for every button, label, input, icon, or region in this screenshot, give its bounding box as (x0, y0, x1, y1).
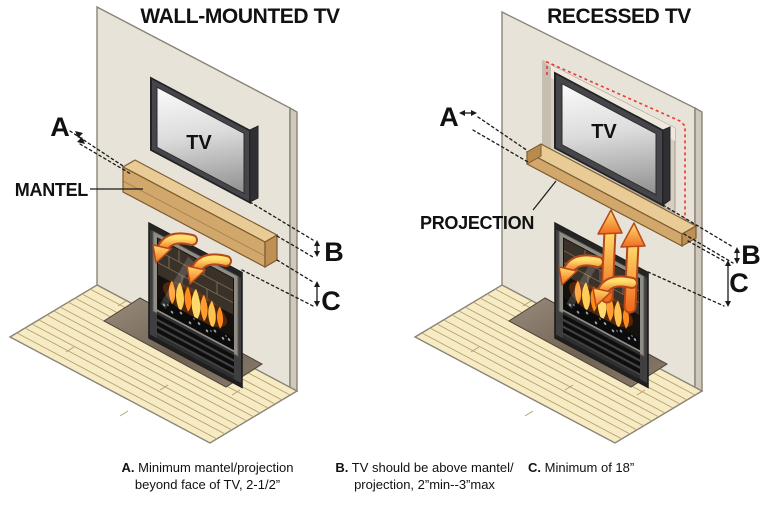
dimension-b: B (249, 201, 344, 267)
arrowhead-icon (725, 260, 731, 266)
dimension-a: A (50, 112, 132, 175)
arrowhead-icon (314, 281, 320, 287)
dimension-b: B (662, 204, 761, 270)
dimension-line (683, 233, 734, 264)
shelf-end-face (681, 224, 697, 248)
arrowhead-icon (314, 301, 320, 307)
arrowhead-icon (77, 137, 85, 144)
arrowhead-icon (725, 301, 731, 307)
dim-b-label: B (324, 237, 344, 267)
footnote-b-letter: B. (335, 460, 349, 475)
dim-c-label: C (729, 268, 749, 298)
footnote-c-letter: C. (528, 460, 541, 475)
callout-pointer (532, 180, 557, 211)
dimension-line (276, 259, 314, 283)
arrowhead-icon (75, 131, 83, 138)
up-arrowhead-icon (597, 209, 623, 235)
shelf-left-end-face (526, 143, 542, 165)
dim-a-label: A (50, 112, 70, 142)
dimension-c: C (647, 240, 749, 307)
wall-side-edge (694, 106, 703, 393)
dimension-line (477, 116, 529, 152)
tv-label: TV (591, 121, 617, 143)
projection-label: PROJECTION (420, 213, 534, 233)
dim-b-label: B (741, 240, 761, 270)
arrowhead-icon (459, 110, 465, 116)
recess-framing-outline (546, 60, 686, 231)
left-title: WALL-MOUNTED TV (140, 5, 340, 28)
tv-label: TV (186, 132, 212, 154)
projection-shelf (525, 143, 698, 248)
dimension-line (647, 271, 725, 307)
arrowhead-icon (471, 110, 477, 116)
right-title: RECESSED TV (547, 5, 691, 28)
dimension-c: C (241, 259, 341, 316)
footnote-c: C. Minimum of 18” (528, 460, 708, 477)
footnote-b-line1: TV should be above mantel/ (351, 460, 514, 475)
tv-side-face (249, 125, 259, 203)
tv: TV (150, 76, 259, 205)
projection-callout: PROJECTION (420, 180, 557, 233)
left-diagram: TV A MANTEL B (8, 5, 344, 444)
dimension-a: A (439, 102, 529, 163)
mantel-label: MANTEL (15, 180, 88, 200)
alcove-left-face (543, 61, 551, 152)
dimension-line (241, 269, 314, 307)
dim-a-label: A (439, 102, 459, 132)
tv: TV (554, 71, 671, 207)
dimension-line (472, 129, 529, 163)
arrowhead-icon (314, 251, 320, 257)
footnote-a-letter: A. (121, 460, 135, 475)
dimension-line (687, 240, 725, 262)
footnote-c-line1: Minimum of 18” (544, 460, 635, 475)
footnote-b-line2: projection, 2”min--3”max (354, 476, 495, 492)
arrowhead-icon (314, 240, 320, 246)
tv-side-face (662, 126, 671, 206)
mantel (121, 159, 279, 269)
dimension-line (276, 235, 314, 258)
footnote-a-line2: beyond face of TV, 2-1/2” (134, 476, 281, 492)
footnote-a: A. Minimum mantel/projection beyond face… (100, 460, 315, 493)
footnote-b: B. TV should be above mantel/ projection… (322, 460, 527, 493)
right-diagram: TV A PR (413, 5, 761, 444)
dimension-line (249, 201, 314, 241)
footnote-a-line1: Minimum mantel/projection (138, 460, 294, 475)
mantel-callout: MANTEL (15, 180, 143, 200)
dimension-line (662, 204, 734, 248)
dim-c-label: C (321, 286, 341, 316)
arrowhead-icon (734, 258, 740, 264)
arrowhead-icon (734, 247, 740, 253)
up-arrowhead-icon (620, 222, 646, 248)
wall-side-edge (289, 106, 298, 393)
dimension-line (79, 143, 132, 175)
tv-screen (561, 82, 657, 196)
tv-screen (156, 86, 245, 195)
